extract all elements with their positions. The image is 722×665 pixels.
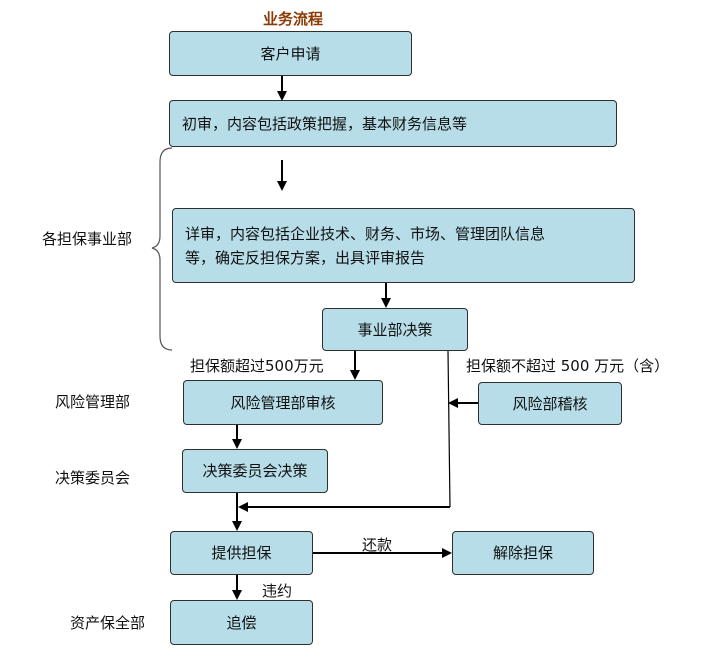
client-apply-label: 客户申请 <box>260 44 321 63</box>
detailed-review-line2: 等，确定反担保方案，出具评审报告 <box>185 248 426 267</box>
line-decision-right-path <box>447 350 451 508</box>
detailed-review-line1: 详审，内容包括企业技术、财务、市场、管理团队信息 <box>185 224 546 243</box>
client-apply-box: 客户申请 <box>169 31 412 76</box>
divisions-side-label: 各担保事业部 <box>42 230 133 248</box>
provide-guarantee-label: 提供担保 <box>211 544 272 562</box>
initial-review-box: 初审，内容包括政策把握，基本财务信息等 <box>169 100 617 147</box>
release-guarantee-box: 解除担保 <box>452 531 594 575</box>
initial-review-label: 初审，内容包括政策把握，基本财务信息等 <box>182 114 468 133</box>
not-over-5m-edge-label: 担保额不超过 500 万元（含） <box>466 357 670 375</box>
risk-audit-box: 风险部稽核 <box>478 382 622 425</box>
recovery-box: 追偿 <box>170 600 313 645</box>
division-decision-label: 事业部决策 <box>357 320 433 339</box>
risk-mgmt-dept-side-label: 风险管理部 <box>55 393 131 411</box>
risk-mgmt-review-box: 风险管理部审核 <box>183 380 383 425</box>
provide-guarantee-box: 提供担保 <box>170 531 313 575</box>
committee-side-label: 决策委员会 <box>55 469 131 487</box>
risk-mgmt-review-label: 风险管理部审核 <box>230 393 336 412</box>
asset-preservation-side-label: 资产保全部 <box>70 614 146 632</box>
division-decision-box: 事业部决策 <box>322 308 468 351</box>
over-5m-edge-label: 担保额超过500万元 <box>190 357 324 375</box>
committee-decision-label: 决策委员会决策 <box>202 462 308 480</box>
diagram-title: 业务流程 <box>263 10 324 28</box>
release-guarantee-label: 解除担保 <box>492 544 553 562</box>
recovery-label: 追偿 <box>226 613 257 632</box>
committee-decision-box: 决策委员会决策 <box>182 449 328 493</box>
default-edge-label: 违约 <box>262 582 293 600</box>
detailed-review-box: 详审，内容包括企业技术、财务、市场、管理团队信息 等，确定反担保方案，出具评审报… <box>172 208 635 283</box>
risk-audit-label: 风险部稽核 <box>512 394 588 413</box>
repayment-edge-label: 还款 <box>362 536 393 554</box>
divisions-bracket <box>151 147 173 351</box>
